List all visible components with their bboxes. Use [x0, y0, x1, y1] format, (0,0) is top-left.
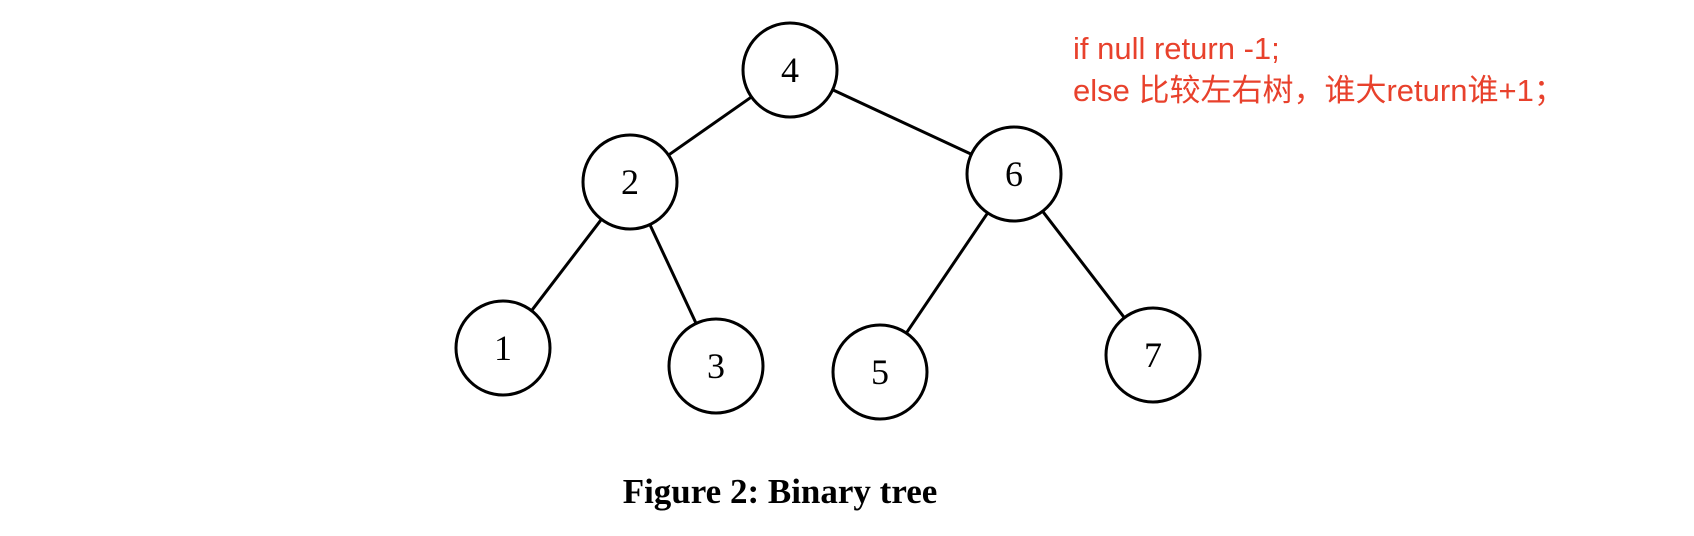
edge-n2-n1: [530, 218, 603, 312]
node-circle: [741, 21, 839, 119]
node-circle: [581, 133, 679, 231]
annotation-line-2: else 比较左右树，谁大return谁+1；: [1073, 73, 1565, 108]
edge-n4-n6: [831, 88, 973, 156]
node-label: 4: [781, 50, 799, 90]
edge-n6-n5: [905, 212, 989, 334]
edge-n4-n2: [667, 95, 753, 157]
figure-caption: Figure 2: Binary tree: [622, 472, 938, 511]
tree-edges: [530, 88, 1126, 334]
annotation-line-1: if null return -1;: [1073, 31, 1280, 66]
node-circle: [831, 323, 929, 421]
tree-node-2: 2: [581, 133, 679, 231]
red-annotation-note: if null return -1; else 比较左右树，谁大return谁+…: [1073, 28, 1565, 112]
node-label: 6: [1005, 154, 1023, 194]
tree-node-4: 4: [741, 21, 839, 119]
tree-node-6: 6: [965, 125, 1063, 223]
node-label: 7: [1144, 335, 1162, 375]
edge-n2-n3: [648, 223, 698, 325]
node-label: 5: [871, 352, 889, 392]
tree-node-7: 7: [1104, 306, 1202, 404]
node-label: 1: [494, 328, 512, 368]
tree-node-3: 3: [667, 317, 765, 415]
node-circle: [454, 299, 552, 397]
node-label: 2: [621, 162, 639, 202]
node-circle: [1104, 306, 1202, 404]
node-circle: [965, 125, 1063, 223]
node-circle: [667, 317, 765, 415]
tree-node-5: 5: [831, 323, 929, 421]
edge-n6-n7: [1041, 210, 1126, 319]
tree-node-1: 1: [454, 299, 552, 397]
tree-nodes: 4 2 6 1 3 5 7: [454, 21, 1202, 421]
node-label: 3: [707, 346, 725, 386]
